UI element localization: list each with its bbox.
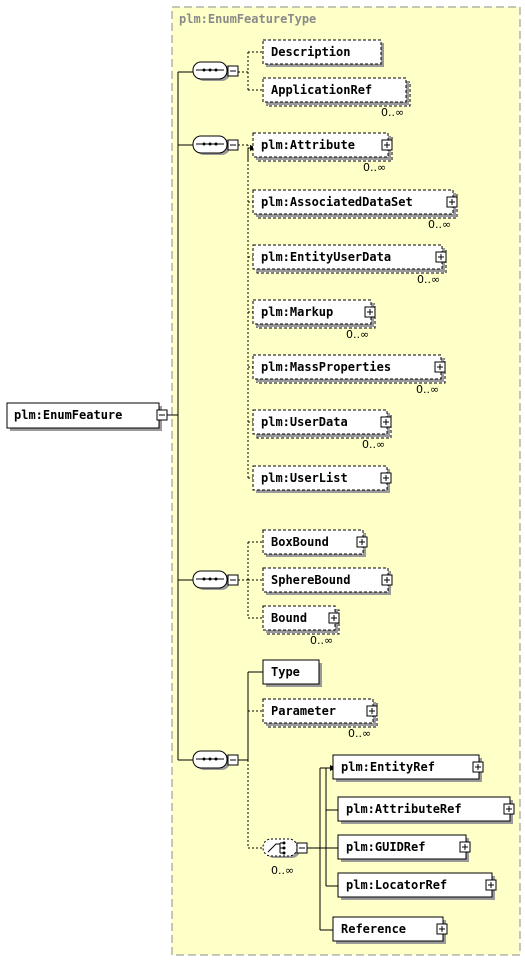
element-label: plm:Attribute bbox=[261, 138, 355, 152]
occurrence-label: 0..∞ bbox=[417, 273, 440, 286]
occurrence-label: 0..∞ bbox=[363, 161, 386, 174]
element-label: Bound bbox=[271, 611, 307, 625]
element-box-attribute-ref[interactable]: plm:AttributeRef bbox=[337, 796, 515, 824]
expand-icon[interactable] bbox=[434, 361, 446, 373]
element-label: ApplicationRef bbox=[271, 83, 372, 97]
occurrence-label: 0..∞ bbox=[362, 438, 385, 451]
expand-icon[interactable] bbox=[380, 416, 392, 428]
element-box-type[interactable]: Type bbox=[262, 659, 322, 687]
sequence-compositor-2[interactable] bbox=[192, 135, 239, 155]
occurrence-label: 0..∞ bbox=[310, 634, 333, 647]
expand-icon[interactable] bbox=[366, 705, 378, 717]
element-label: plm:EntityUserData bbox=[261, 250, 391, 264]
expand-icon[interactable] bbox=[503, 803, 515, 815]
element-label: plm:AttributeRef bbox=[346, 802, 462, 816]
element-label: plm:AssociatedDataSet bbox=[261, 195, 413, 209]
element-label: SphereBound bbox=[271, 573, 350, 587]
expand-icon[interactable] bbox=[381, 139, 393, 151]
element-box-box-bound[interactable]: BoxBound bbox=[262, 529, 368, 557]
occurrence-label: 0..∞ bbox=[348, 727, 371, 740]
element-label: Type bbox=[271, 665, 300, 679]
element-boxes: DescriptionApplicationRef0..∞plm:Attribu… bbox=[252, 39, 515, 944]
root-label: plm:EnumFeature bbox=[14, 408, 122, 422]
element-label: plm:LocatorRef bbox=[346, 878, 447, 892]
element-box-locator-ref[interactable]: plm:LocatorRef bbox=[337, 872, 497, 900]
expand-icon[interactable] bbox=[381, 574, 393, 586]
element-label: Description bbox=[271, 45, 350, 59]
expand-icon[interactable] bbox=[436, 923, 448, 935]
expand-icon[interactable] bbox=[446, 196, 458, 208]
element-box-guid-ref[interactable]: plm:GUIDRef bbox=[337, 834, 471, 862]
element-box-parameter[interactable]: Parameter 0..∞ bbox=[262, 698, 378, 740]
group-title: plm:EnumFeatureType bbox=[179, 12, 316, 26]
element-label: BoxBound bbox=[271, 535, 329, 549]
expand-icon[interactable] bbox=[472, 761, 484, 773]
attribute-derived-arrow bbox=[247, 145, 256, 160]
expand-icon[interactable] bbox=[380, 472, 392, 484]
element-box-sphere-bound[interactable]: SphereBound bbox=[262, 567, 393, 595]
expand-icon[interactable] bbox=[435, 251, 447, 263]
element-box-markup[interactable]: plm:Markup 0..∞ bbox=[252, 299, 376, 341]
element-box-attribute[interactable]: plm:Attribute 0..∞ bbox=[252, 132, 393, 174]
element-label: plm:Markup bbox=[261, 305, 333, 319]
element-label: plm:GUIDRef bbox=[346, 840, 425, 854]
choice-compositor[interactable]: 0..∞ bbox=[262, 838, 308, 877]
occurrence-label: 0..∞ bbox=[428, 218, 451, 231]
expand-icon[interactable] bbox=[459, 841, 471, 853]
expand-icon[interactable] bbox=[364, 306, 376, 318]
element-box-associated-data-set[interactable]: plm:AssociatedDataSet 0..∞ bbox=[252, 189, 458, 231]
root-element-plm-enum-feature[interactable]: plm:EnumFeature bbox=[6, 402, 168, 431]
occurrence-label: 0..∞ bbox=[416, 383, 439, 396]
expand-icon[interactable] bbox=[485, 879, 497, 891]
occurrence-label: 0..∞ bbox=[381, 106, 404, 119]
element-box-reference[interactable]: Reference bbox=[332, 916, 448, 944]
element-label: Reference bbox=[341, 922, 406, 936]
element-box-description[interactable]: Description bbox=[262, 39, 384, 67]
choice-branch-lines bbox=[320, 765, 338, 887]
element-box-user-data[interactable]: plm:UserData 0..∞ bbox=[252, 409, 392, 451]
expand-icon[interactable] bbox=[356, 536, 368, 548]
sequence-compositor-3[interactable] bbox=[192, 570, 239, 590]
sequence-compositor-4[interactable] bbox=[192, 750, 239, 770]
element-box-entity-user-data[interactable]: plm:EntityUserData 0..∞ bbox=[252, 244, 447, 286]
expand-icon[interactable] bbox=[328, 612, 340, 624]
element-box-user-list[interactable]: plm:UserList bbox=[252, 465, 392, 493]
element-box-entity-ref[interactable]: plm:EntityRef bbox=[332, 754, 484, 782]
sequence-compositor-1[interactable] bbox=[192, 61, 239, 81]
element-label: plm:UserList bbox=[261, 471, 348, 485]
element-label: Parameter bbox=[271, 704, 336, 718]
element-label: plm:EntityRef bbox=[341, 760, 435, 774]
choice-occurrence: 0..∞ bbox=[271, 864, 294, 877]
element-box-mass-properties[interactable]: plm:MassProperties 0..∞ bbox=[252, 354, 446, 396]
element-label: plm:MassProperties bbox=[261, 360, 391, 374]
occurrence-label: 0..∞ bbox=[346, 328, 369, 341]
element-label: plm:UserData bbox=[261, 415, 348, 429]
element-box-application-ref[interactable]: ApplicationRef 0..∞ bbox=[262, 77, 411, 119]
optional-connector-lines bbox=[238, 51, 263, 849]
